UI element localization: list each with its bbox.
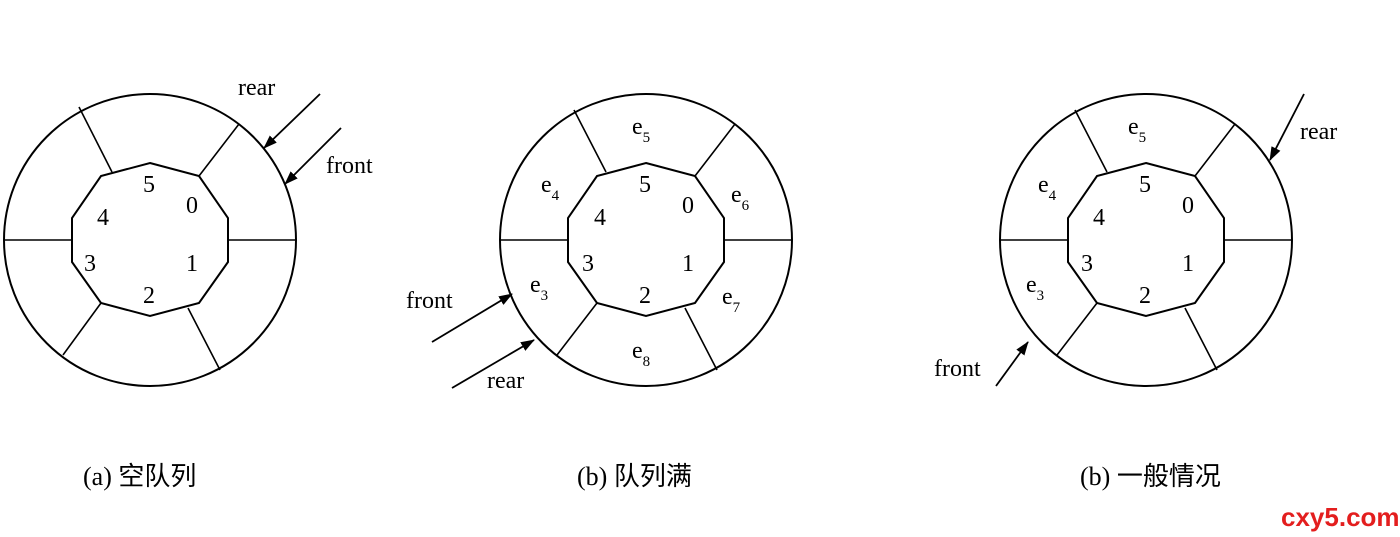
rear-pointer-label: rear [238, 75, 275, 101]
inner-ring [567, 161, 725, 318]
slot-index: 4 [1093, 205, 1105, 231]
front-pointer-label: front [934, 356, 981, 382]
watermark: cxy5.com [1281, 502, 1400, 532]
diagram-empty-queue: 0 1 2 3 4 5 rear front (a) 空队列 [3, 75, 373, 491]
queue-element: e5 [632, 114, 650, 146]
slot-index: 3 [84, 251, 96, 277]
slot-index: 2 [639, 283, 651, 309]
queue-element: e4 [541, 172, 560, 204]
caption-empty-queue: (a) 空队列 [83, 462, 196, 491]
slot-index: 5 [143, 172, 155, 198]
slot-divider [1056, 302, 1098, 356]
slot-index: 2 [143, 283, 155, 309]
rear-pointer-arrow [1269, 93, 1305, 161]
front-pointer-label: front [326, 153, 373, 179]
slot-index: 5 [1139, 172, 1151, 198]
slot-index: 2 [1139, 283, 1151, 309]
front-pointer-arrow [284, 127, 342, 185]
slot-divider [78, 106, 113, 173]
inner-ring [1067, 161, 1225, 318]
slot-index: 5 [639, 172, 651, 198]
front-pointer-arrow [431, 293, 513, 343]
slot-divider [198, 123, 240, 177]
caption-general-case: (b) 一般情况 [1080, 462, 1221, 491]
slot-index: 4 [594, 205, 606, 231]
queue-element: e3 [1026, 272, 1044, 304]
diagram-general-case: 0 1 2 3 4 5 e3 e4 e5 rear front (b) 一般情况 [934, 93, 1337, 491]
slot-index: 1 [682, 251, 694, 277]
queue-element: e8 [632, 338, 650, 370]
slot-index: 3 [1081, 251, 1093, 277]
slot-index: 0 [682, 193, 694, 219]
caption-full-queue: (b) 队列满 [577, 462, 692, 491]
slot-divider [187, 307, 221, 371]
slot-index: 1 [1182, 251, 1194, 277]
slot-index: 0 [186, 193, 198, 219]
front-pointer-label: front [406, 288, 453, 314]
slot-divider [1184, 307, 1218, 371]
front-pointer-arrow [995, 341, 1029, 387]
rear-pointer-label: rear [1300, 119, 1337, 145]
queue-element: e4 [1038, 172, 1057, 204]
queue-element: e3 [530, 272, 548, 304]
rear-pointer-arrow [451, 339, 535, 389]
slot-index: 0 [1182, 193, 1194, 219]
slot-divider [694, 123, 736, 177]
queue-element: e7 [722, 284, 741, 316]
slot-divider [1194, 123, 1236, 177]
slot-index: 4 [97, 205, 109, 231]
slot-divider [556, 302, 598, 356]
inner-ring [71, 161, 229, 318]
slot-divider [62, 302, 102, 356]
queue-element: e6 [731, 182, 750, 214]
rear-pointer-arrow [263, 93, 321, 149]
slot-divider [1074, 109, 1108, 173]
rear-pointer-label: rear [487, 368, 524, 394]
diagram-full-queue: 0 1 2 3 4 5 e6 e7 e8 e3 e4 e5 front rear… [406, 93, 793, 491]
slot-index: 3 [582, 251, 594, 277]
slot-index: 1 [186, 251, 198, 277]
slot-divider [684, 307, 718, 371]
queue-element: e5 [1128, 114, 1146, 146]
slot-divider [573, 109, 607, 173]
